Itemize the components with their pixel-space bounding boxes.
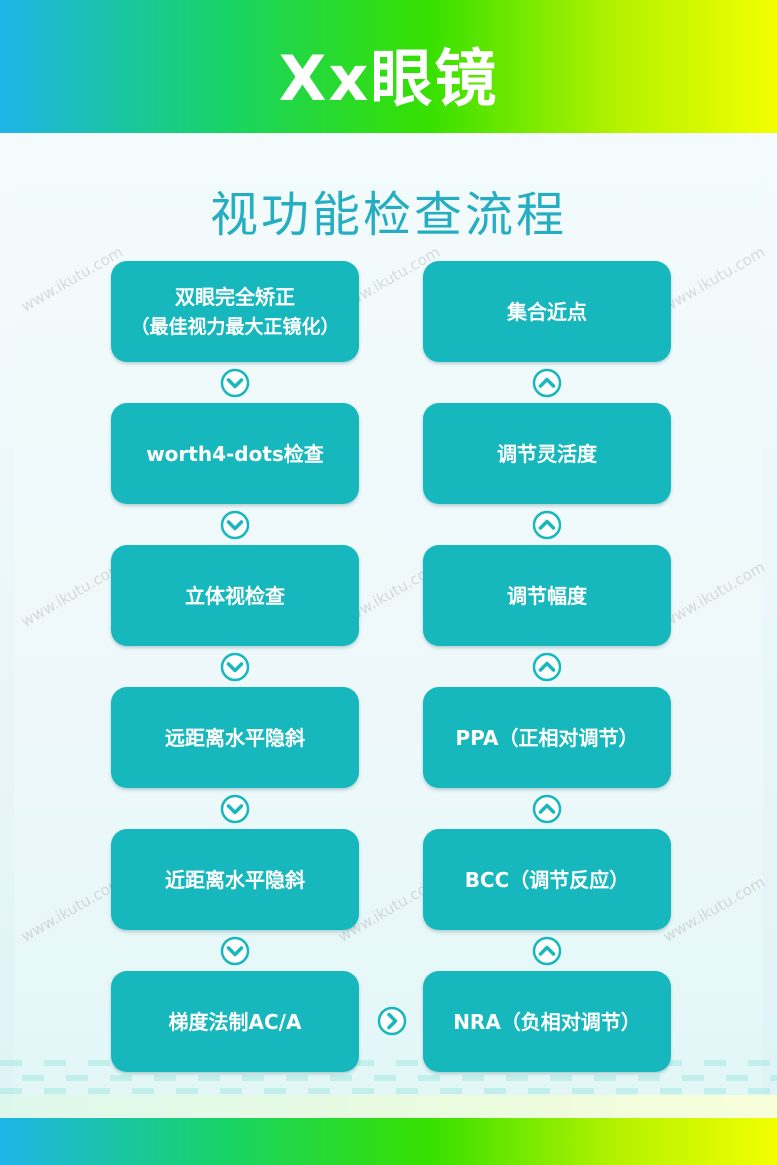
step-distance-phoria: 远距离水平隐斜	[111, 687, 359, 788]
step-worth-4-dots: worth4-dots检查	[111, 403, 359, 504]
step-label: 近距离水平隐斜	[165, 867, 305, 892]
page-title: 视功能检查流程	[209, 187, 567, 243]
step-stereopsis: 立体视检查	[111, 545, 359, 646]
chevron-right-icon	[377, 1006, 407, 1036]
step-ppa: PPA（正相对调节）	[423, 687, 671, 788]
step-label: worth4-dots检查	[146, 441, 324, 466]
chevron-up-icon	[532, 368, 562, 398]
step-label: NRA（负相对调节）	[453, 1009, 641, 1034]
step-label: 远距离水平隐斜	[165, 725, 305, 750]
decorative-dashes	[22, 1075, 777, 1081]
chevron-up-icon	[532, 794, 562, 824]
step-nra: NRA（负相对调节）	[423, 971, 671, 1072]
step-label: 梯度法制AC/A	[168, 1009, 302, 1034]
step-label: 集合近点	[507, 299, 587, 324]
chevron-down-icon	[220, 652, 250, 682]
step-label: 调节灵活度	[497, 441, 597, 466]
step-accommodative-amplitude: 调节幅度	[423, 545, 671, 646]
step-label: 立体视检查	[185, 583, 285, 608]
step-label: 调节幅度	[507, 583, 587, 608]
step-bcc: BCC（调节反应）	[423, 829, 671, 930]
chevron-down-icon	[220, 936, 250, 966]
decorative-dashes	[0, 1060, 777, 1066]
header-banner	[0, 0, 777, 133]
chevron-up-icon	[532, 936, 562, 966]
chevron-up-icon	[532, 510, 562, 540]
decorative-dashes	[0, 1088, 777, 1094]
step-label: 双眼完全矫正	[175, 284, 295, 309]
step-binocular-correction: 双眼完全矫正 （最佳视力最大正镜化）	[111, 261, 359, 362]
footer-banner	[0, 1118, 777, 1165]
step-near-point-convergence: 集合近点	[423, 261, 671, 362]
step-gradient-ac-a: 梯度法制AC/A	[111, 971, 359, 1072]
panel-edge-right	[763, 133, 777, 1118]
chevron-down-icon	[220, 794, 250, 824]
chevron-down-icon	[220, 368, 250, 398]
step-label: PPA（正相对调节）	[455, 725, 639, 750]
chevron-up-icon	[532, 652, 562, 682]
step-sublabel: （最佳视力最大正镜化）	[130, 315, 340, 338]
footer-glow	[0, 1095, 777, 1118]
step-label: BCC（调节反应）	[464, 867, 630, 892]
brand-title: Xx眼镜	[278, 42, 499, 115]
panel-edge-left	[0, 133, 14, 1118]
step-accommodative-facility: 调节灵活度	[423, 403, 671, 504]
chevron-down-icon	[220, 510, 250, 540]
step-near-phoria: 近距离水平隐斜	[111, 829, 359, 930]
